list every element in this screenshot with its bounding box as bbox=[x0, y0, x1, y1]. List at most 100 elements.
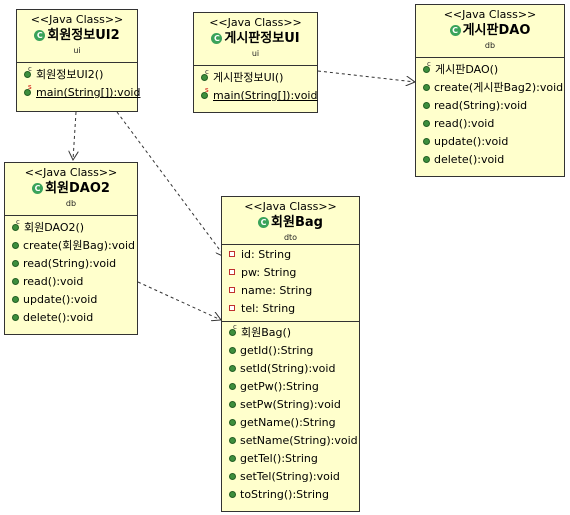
public-method-icon bbox=[229, 419, 236, 426]
dependency-boardui-to-boarddao bbox=[317, 70, 415, 82]
field-compartment bbox=[5, 210, 137, 216]
public-method-icon bbox=[229, 437, 236, 444]
dependency-ui2-to-bag bbox=[116, 111, 225, 257]
public-method-icon bbox=[12, 296, 19, 303]
method-row[interactable]: delete():void bbox=[5, 309, 137, 327]
dependency-dao2-to-bag bbox=[137, 281, 221, 320]
method-row[interactable]: create(게시판Bag2):void bbox=[416, 79, 564, 97]
public-method-icon bbox=[12, 260, 19, 267]
method-row[interactable]: getPw():String bbox=[222, 378, 359, 396]
class-c-icon: C bbox=[32, 183, 44, 194]
public-method-icon bbox=[12, 278, 19, 285]
stereotype-label: <<Java Class>> bbox=[30, 13, 124, 26]
method-row[interactable]: toString():String bbox=[222, 486, 359, 504]
public-method-icon bbox=[229, 473, 236, 480]
class-c-icon: C bbox=[449, 25, 461, 36]
class-c-icon: C bbox=[258, 217, 270, 228]
field-row[interactable]: id: String bbox=[222, 246, 359, 264]
public-method-icon bbox=[229, 365, 236, 372]
public-method-icon bbox=[423, 138, 430, 145]
public-method-icon bbox=[229, 383, 236, 390]
stereotype-label: <<Java Class>> bbox=[443, 8, 537, 21]
stereotype-label: <<Java Class>> bbox=[209, 16, 302, 29]
private-field-icon bbox=[229, 305, 235, 311]
method-row[interactable]: read():void bbox=[5, 273, 137, 291]
constructor-icon: c bbox=[229, 324, 238, 336]
method-row[interactable]: update():void bbox=[416, 133, 564, 151]
package-label: db bbox=[65, 199, 77, 208]
public-method-icon bbox=[423, 102, 430, 109]
field-compartment bbox=[194, 60, 317, 66]
private-field-icon bbox=[229, 287, 235, 293]
constructor-icon: c bbox=[12, 219, 21, 231]
method-row[interactable]: getName():String bbox=[222, 414, 359, 432]
constructor-icon: c bbox=[423, 61, 432, 73]
public-method-icon bbox=[229, 491, 236, 498]
field-compartment: id: String pw: String name: String tel: … bbox=[222, 245, 359, 322]
package-label: db bbox=[484, 41, 496, 50]
dependency-ui2-to-dao2 bbox=[73, 111, 76, 160]
method-row[interactable]: setName(String):void bbox=[222, 432, 359, 450]
method-row[interactable]: setPw(String):void bbox=[222, 396, 359, 414]
method-row[interactable]: read(String):void bbox=[5, 255, 137, 273]
package-label: ui bbox=[251, 49, 260, 58]
field-compartment bbox=[416, 52, 564, 58]
static-method-icon: s bbox=[24, 84, 33, 96]
public-method-icon bbox=[229, 401, 236, 408]
class-c-icon: C bbox=[211, 33, 223, 44]
method-row[interactable]: setTel(String):void bbox=[222, 468, 359, 486]
method-row[interactable]: setId(String):void bbox=[222, 360, 359, 378]
stereotype-label: <<Java Class>> bbox=[24, 166, 118, 179]
field-row[interactable]: pw: String bbox=[222, 264, 359, 282]
field-row[interactable]: name: String bbox=[222, 282, 359, 300]
package-label: dto bbox=[283, 233, 298, 242]
private-field-icon bbox=[229, 269, 235, 275]
static-method-icon: s bbox=[201, 87, 210, 99]
stereotype-label: <<Java Class>> bbox=[244, 200, 337, 213]
public-method-icon bbox=[423, 120, 430, 127]
constructor-icon: c bbox=[201, 69, 210, 81]
private-field-icon bbox=[229, 251, 235, 257]
method-row[interactable]: delete():void bbox=[416, 151, 564, 169]
method-row[interactable]: getTel():String bbox=[222, 450, 359, 468]
field-row[interactable]: tel: String bbox=[222, 300, 359, 318]
public-method-icon bbox=[423, 84, 430, 91]
method-row[interactable]: read():void bbox=[416, 115, 564, 133]
method-row[interactable]: update():void bbox=[5, 291, 137, 309]
class-c-icon: C bbox=[34, 30, 46, 41]
method-row[interactable]: getId():String bbox=[222, 342, 359, 360]
method-row[interactable]: read(String):void bbox=[416, 97, 564, 115]
public-method-icon bbox=[12, 242, 19, 249]
method-row[interactable]: create(회원Bag):void bbox=[5, 237, 137, 255]
public-method-icon bbox=[423, 156, 430, 163]
package-label: ui bbox=[73, 46, 81, 55]
field-compartment bbox=[17, 57, 137, 63]
